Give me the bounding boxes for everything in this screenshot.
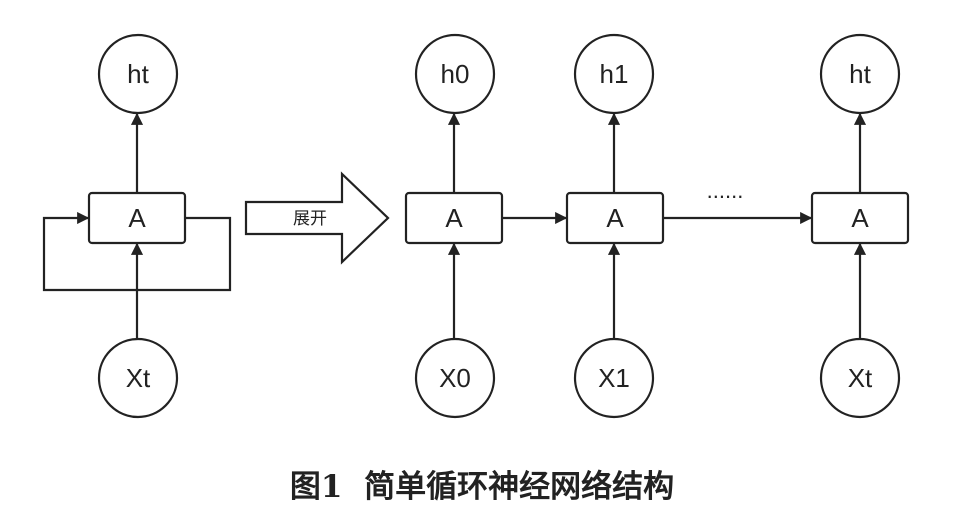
folded-input-label: Xt: [126, 363, 151, 393]
unrolled-step-0: h0 A X0: [404, 33, 504, 419]
step-1-input-label: X1: [598, 363, 630, 393]
step-1-input-node: X1: [573, 337, 655, 419]
step-0-output-label: h0: [441, 59, 470, 89]
step-t-input-node: Xt: [819, 337, 901, 419]
folded-output-label: ht: [127, 59, 149, 89]
step-t-cell-label: A: [851, 203, 869, 233]
step-t-input-label: Xt: [848, 363, 873, 393]
folded-cell-label: A: [128, 203, 146, 233]
folded-output-node: ht: [97, 33, 179, 115]
step-t-cell-box: A: [810, 191, 910, 245]
step-0-cell-box: A: [404, 191, 504, 245]
folded-input-node: Xt: [97, 337, 179, 419]
unfold-block-arrow: [244, 171, 390, 265]
unrolled-step-1: h1 A X1: [565, 33, 665, 419]
ellipsis: ......: [707, 178, 744, 203]
step-t-output-label: ht: [849, 59, 871, 89]
step-t-output-node: ht: [819, 33, 901, 115]
step-0-output-node: h0: [414, 33, 496, 115]
step-1-output-node: h1: [573, 33, 655, 115]
unrolled-step-t: ht A Xt: [810, 33, 910, 419]
unfold-label: 展开: [293, 209, 327, 229]
step-0-cell-label: A: [445, 203, 463, 233]
folded-cell-box: A: [87, 191, 187, 245]
step-1-output-label: h1: [600, 59, 629, 89]
folded-recurrent-loop-arrow: [42, 211, 232, 292]
step-0-input-node: X0: [414, 337, 496, 419]
unfold-arrow: 展开: [244, 171, 390, 265]
step-1-cell-box: A: [565, 191, 665, 245]
figure-caption: 图1 简单循环神经网络结构: [290, 469, 674, 505]
step-1-cell-label: A: [606, 203, 624, 233]
folded-rnn: ht A Xt: [42, 33, 232, 419]
step-0-input-label: X0: [439, 363, 471, 393]
